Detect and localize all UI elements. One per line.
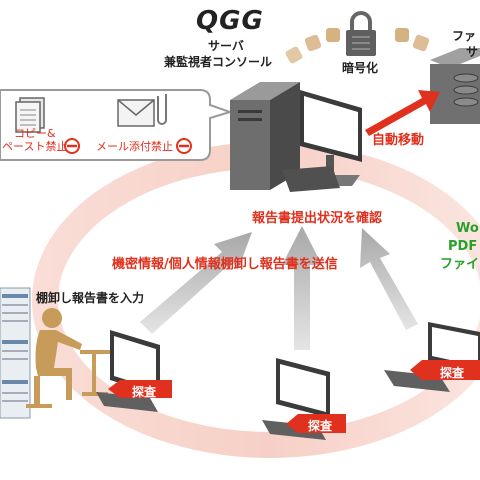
file-server-label: ファ: [452, 29, 477, 43]
send-report-label: 機密情報/個人情報棚卸し報告書を送信: [112, 257, 338, 272]
upward-arrow-right: [360, 228, 418, 330]
client-laptop-icon: [384, 322, 480, 392]
user-person-icon: [26, 308, 110, 408]
probe-arrow: [410, 360, 480, 380]
client-pc-icon: [96, 330, 160, 412]
probe-arrow: [108, 380, 172, 398]
file-type-label-3: ファイ: [440, 257, 480, 272]
prohibited-icon: [64, 138, 80, 154]
probe-label: 探査: [132, 385, 157, 399]
envelope-icon: [117, 94, 167, 127]
encryption-label: 暗号化: [342, 61, 379, 75]
console-monitor-icon: [297, 90, 362, 186]
copy-paste-label: コピー&: [14, 127, 56, 140]
server-label: サーバ: [208, 39, 244, 53]
keyboard-icon: [282, 166, 340, 192]
product-name: QGG: [196, 6, 264, 36]
callout-bubble: [0, 89, 234, 161]
server-role-label: 兼監視者コンソール: [164, 55, 273, 69]
file-server-icon: [430, 48, 480, 124]
mail-attach-label: メール添付禁止: [96, 140, 173, 153]
document-icon: [15, 97, 45, 133]
report-screen-thumbnail: [0, 287, 31, 419]
input-report-label: 棚卸し報告書を入力: [36, 291, 145, 305]
upward-arrow-left: [140, 232, 252, 334]
server-tower-icon: [230, 82, 300, 190]
file-type-label-1: Wo: [456, 221, 479, 236]
confirm-status-label: 報告書提出状況を確認: [252, 211, 383, 226]
auto-move-arrow: [365, 90, 440, 136]
file-type-label-2: PDF: [448, 239, 478, 254]
prohibited-icon: [176, 138, 192, 154]
copy-paste-label-2: ペースト禁止: [2, 140, 68, 153]
file-server-label-2: サ: [466, 45, 479, 59]
probe-label: 探査: [308, 419, 333, 433]
probe-label: 探査: [440, 366, 465, 380]
encryption-arc: [285, 28, 430, 64]
probe-arrow: [286, 414, 346, 433]
lock-icon: [346, 11, 376, 56]
upward-arrow-center: [282, 226, 322, 350]
auto-move-label: 自動移動: [372, 133, 425, 148]
